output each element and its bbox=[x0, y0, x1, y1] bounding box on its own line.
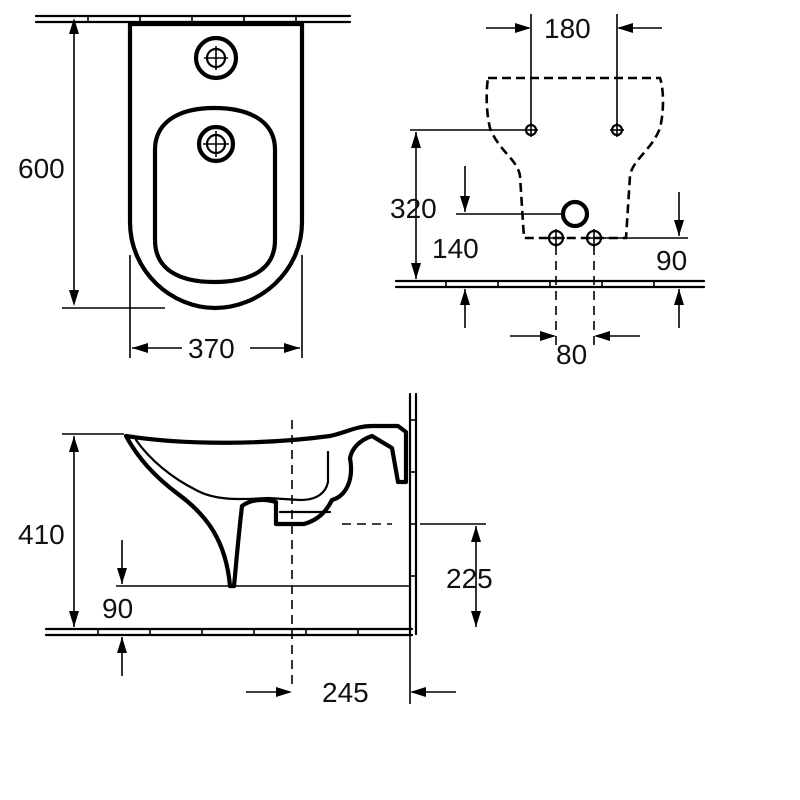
projection-dimension bbox=[246, 687, 456, 697]
fixing-point-right-icon bbox=[610, 123, 624, 137]
height-label: 410 bbox=[18, 519, 65, 550]
waste-height-dimension bbox=[674, 192, 684, 328]
bidet-inner-line bbox=[134, 438, 330, 502]
fixing-spacing-label: 180 bbox=[544, 13, 591, 44]
width-dimension bbox=[132, 343, 300, 353]
depth-dimension bbox=[69, 18, 79, 306]
underside-dimension bbox=[117, 540, 127, 676]
waste-height-label: 90 bbox=[656, 245, 687, 276]
supply-height-label: 140 bbox=[432, 233, 479, 264]
top-view-wall-line bbox=[34, 14, 352, 24]
side-view-wall-line bbox=[408, 392, 418, 636]
rear-view: 180 320 140 90 bbox=[390, 13, 706, 370]
waste-hole-icon bbox=[196, 124, 236, 164]
supply-connection-icon bbox=[560, 199, 590, 229]
waste-connection-right-icon bbox=[585, 229, 603, 247]
waste-dimension bbox=[471, 526, 481, 627]
top-view: 600 370 bbox=[18, 14, 352, 364]
rear-view-floor-line bbox=[394, 279, 706, 289]
fixing-spacing-dimension bbox=[486, 23, 662, 33]
fixing-height-label: 320 bbox=[390, 193, 437, 224]
waste-spacing-dimension bbox=[510, 331, 640, 341]
bidet-inner-bowl bbox=[152, 105, 278, 285]
side-view: 410 90 225 245 bbox=[18, 392, 493, 708]
fixing-point-left-icon bbox=[524, 123, 538, 137]
width-label: 370 bbox=[188, 333, 235, 364]
height-dimension bbox=[69, 436, 79, 627]
waste-spacing-label: 80 bbox=[556, 339, 587, 370]
tap-hole-icon bbox=[193, 35, 239, 81]
supply-height-dimension bbox=[460, 166, 470, 328]
fixing-height-dimension bbox=[411, 132, 421, 279]
projection-label: 245 bbox=[322, 677, 369, 708]
depth-label: 600 bbox=[18, 153, 65, 184]
underside-label: 90 bbox=[102, 593, 133, 624]
bidet-outer-outline bbox=[127, 21, 305, 311]
waste-label: 225 bbox=[446, 563, 493, 594]
side-view-floor-line bbox=[44, 627, 414, 637]
bidet-side-profile bbox=[123, 423, 409, 589]
waste-connection-left-icon bbox=[547, 229, 565, 247]
